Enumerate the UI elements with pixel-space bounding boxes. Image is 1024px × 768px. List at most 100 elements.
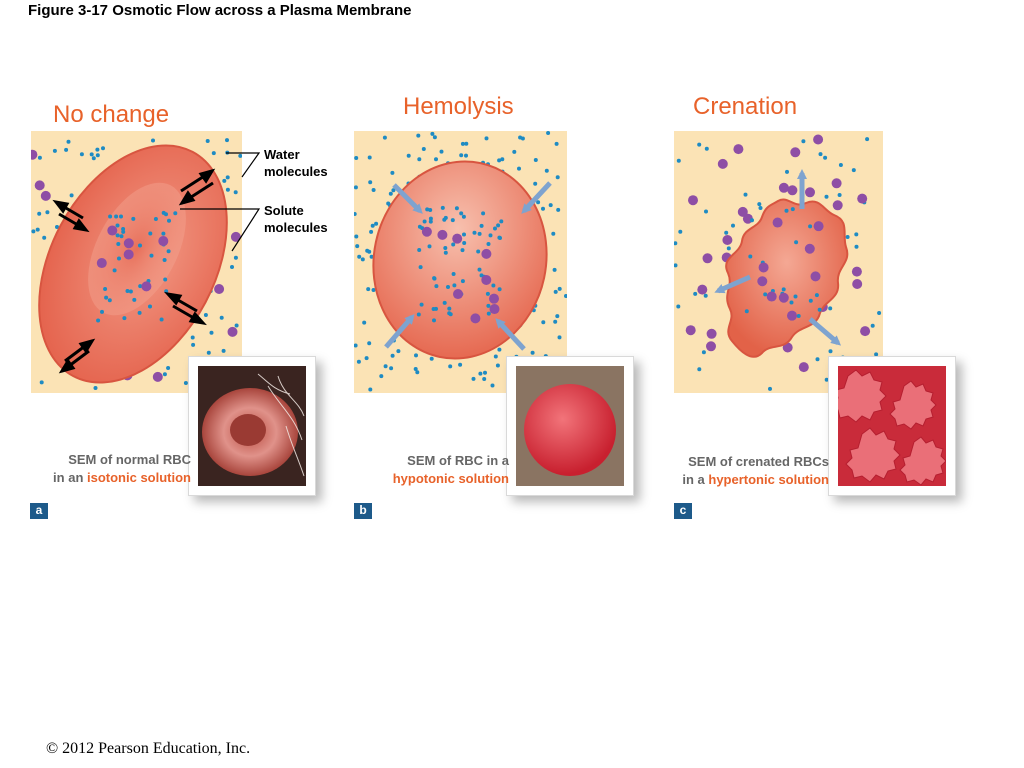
water-molecule — [148, 231, 153, 236]
water-molecule — [173, 211, 178, 216]
sem-photo-crenated-rbcs — [828, 356, 956, 496]
solute-molecule — [489, 304, 500, 315]
water-molecule — [491, 283, 496, 288]
water-molecule — [757, 202, 762, 207]
panel-a-letter: a — [30, 503, 48, 519]
solute-molecule — [851, 266, 862, 277]
water-molecule — [386, 201, 391, 206]
water-molecule — [865, 137, 870, 142]
water-molecule — [703, 293, 708, 298]
water-molecule — [35, 227, 40, 232]
water-molecule — [870, 323, 875, 328]
water-molecule — [490, 383, 495, 388]
water-molecule — [443, 245, 448, 250]
water-molecule — [37, 155, 42, 160]
water-molecule — [115, 233, 120, 238]
water-molecule — [121, 229, 126, 234]
water-molecule — [365, 248, 370, 253]
panel-c-heading: Crenation — [693, 93, 798, 120]
water-molecule — [148, 304, 152, 309]
solute-molecule — [805, 187, 815, 198]
water-molecule — [368, 180, 373, 185]
water-molecule — [493, 354, 498, 359]
panel-b-diagram — [354, 131, 567, 393]
solute-molecule — [832, 200, 843, 211]
solute-molecule — [778, 292, 789, 303]
water-molecule — [66, 139, 71, 144]
solute-molecule — [214, 284, 225, 294]
solute-molecule — [31, 149, 38, 160]
water-molecule — [125, 289, 130, 294]
water-molecule — [544, 168, 549, 173]
water-molecule — [452, 283, 457, 288]
water-molecule — [546, 131, 551, 135]
water-molecule — [801, 139, 806, 144]
solute-molecule — [733, 144, 744, 155]
water-molecule — [419, 302, 424, 307]
swollen-rbc-micrograph — [524, 384, 616, 476]
water-molecule — [500, 157, 505, 162]
water-molecule — [471, 376, 476, 381]
water-molecule — [676, 304, 681, 309]
water-molecule — [555, 175, 560, 180]
water-molecule — [55, 225, 59, 229]
water-molecule — [557, 335, 562, 340]
water-molecule — [432, 318, 436, 323]
water-molecule — [817, 307, 822, 312]
water-molecule — [845, 235, 850, 239]
solute-molecule — [798, 362, 809, 373]
water-molecule — [557, 286, 562, 291]
water-molecule — [428, 219, 433, 224]
water-molecule — [784, 208, 789, 213]
water-molecule — [553, 289, 558, 294]
water-molecule — [354, 234, 359, 239]
water-molecule — [459, 153, 464, 158]
water-molecule — [355, 244, 360, 249]
water-molecule — [460, 279, 465, 284]
water-molecule — [369, 229, 374, 234]
water-molecule — [748, 254, 753, 259]
water-molecule — [564, 294, 567, 298]
water-molecule — [163, 277, 168, 282]
intracellular-dots — [737, 205, 824, 321]
water-molecule — [790, 207, 795, 212]
panel-a-diagram — [31, 131, 242, 393]
water-molecule — [52, 148, 57, 153]
water-molecule — [108, 214, 113, 219]
water-molecule — [693, 291, 698, 296]
water-molecule — [390, 353, 395, 358]
water-molecule — [768, 386, 772, 391]
water-molecule — [205, 139, 210, 143]
water-molecule — [167, 218, 171, 223]
water-molecule — [162, 258, 167, 263]
solute-molecule — [860, 326, 871, 337]
water-molecule — [541, 206, 545, 211]
water-molecule — [497, 235, 502, 240]
water-molecule — [448, 364, 453, 369]
water-molecule — [793, 294, 798, 299]
water-molecule — [206, 350, 211, 355]
solute-molecule — [688, 195, 698, 206]
water-molecule — [360, 257, 365, 262]
solute-molecule — [857, 193, 868, 204]
water-molecule — [421, 147, 426, 151]
water-molecule — [371, 288, 376, 292]
water-molecule — [369, 254, 374, 259]
water-molecule — [414, 353, 418, 358]
water-molecule — [704, 146, 709, 151]
water-molecule — [758, 205, 763, 210]
water-molecule — [131, 216, 136, 221]
water-molecule — [676, 158, 681, 163]
water-molecule — [389, 366, 394, 371]
water-molecule — [496, 223, 501, 228]
solute-leader-line — [180, 208, 260, 252]
water-molecule — [104, 295, 109, 300]
water-molecule — [512, 149, 517, 154]
water-molecule — [238, 153, 242, 158]
water-molecule — [151, 138, 155, 143]
water-molecule — [497, 158, 502, 163]
solute-molecule — [453, 289, 463, 300]
water-molecule — [406, 153, 411, 158]
water-molecule — [230, 265, 234, 269]
